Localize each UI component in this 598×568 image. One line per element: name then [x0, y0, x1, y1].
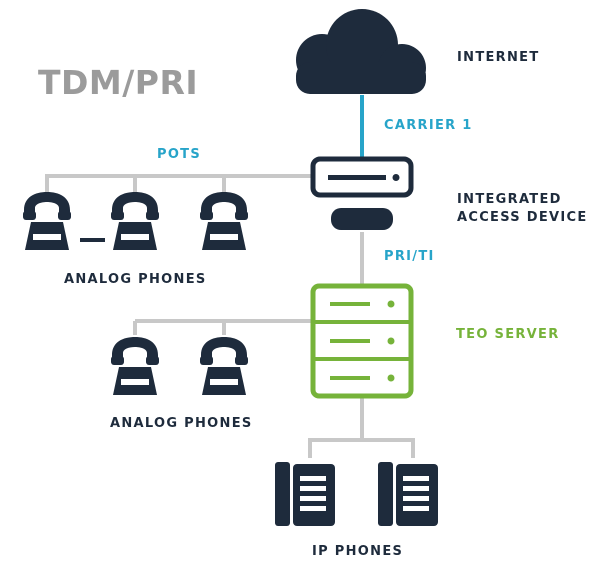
teo-server-label: TEO SERVER [456, 327, 560, 342]
ip-phone-icon [275, 462, 335, 526]
analog-phone-icon [200, 192, 248, 250]
cloud-icon [296, 9, 426, 94]
analog-phone-icon [23, 192, 71, 250]
analog-phone-icon [111, 192, 159, 250]
analog-phone-icon [200, 337, 248, 395]
analog-phones-bottom-label: ANALOG PHONES [110, 416, 253, 431]
analog-phone-icon [111, 337, 159, 395]
iad-label-line2: ACCESS DEVICE [457, 210, 588, 225]
diagram-title: TDM/PRI [38, 63, 199, 102]
server-icon [310, 283, 414, 399]
analog-phones-top-label: ANALOG PHONES [64, 272, 207, 287]
internet-label: INTERNET [457, 50, 540, 65]
iad-label-line1: INTEGRATED [457, 192, 562, 207]
pots-label: POTS [157, 147, 202, 162]
connection-lines [45, 95, 415, 458]
ip-phone-icon [378, 462, 438, 526]
carrier-label: CARRIER 1 [384, 118, 473, 133]
ip-phones-label: IP PHONES [312, 544, 404, 559]
integrated-access-device-icon [310, 156, 414, 230]
pri-label: PRI/TI [384, 249, 435, 264]
